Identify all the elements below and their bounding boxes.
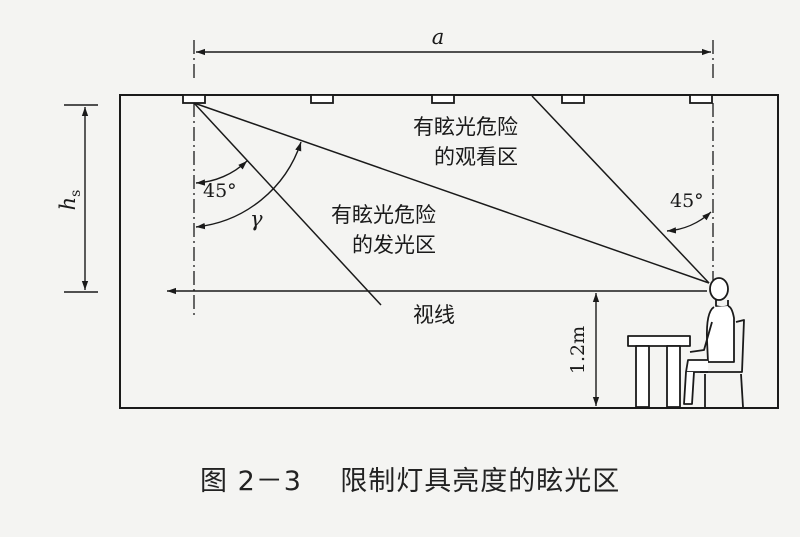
- ray-to-observer: [193, 102, 710, 284]
- width-dimension-label: a: [432, 25, 445, 49]
- angle-arc-gamma: [195, 141, 302, 230]
- luminaire-4: [561, 94, 585, 104]
- figure-caption: 图 2－3 限制灯具亮度的眩光区: [200, 466, 620, 497]
- luminaires: [182, 94, 713, 104]
- observer-head: [709, 277, 729, 301]
- angle-left-45-label: 45°: [203, 180, 237, 202]
- angle-gamma-label: γ: [250, 207, 263, 231]
- observer-neck: [715, 300, 729, 308]
- svg-text:1.2m: 1.2m: [567, 326, 589, 374]
- luminaire-3: [431, 94, 455, 104]
- observer-thigh: [685, 359, 708, 373]
- hs-dimension-label: hs: [56, 190, 84, 211]
- emitting-zone-label-2: 的发光区: [352, 233, 436, 257]
- seated-observer: [627, 277, 745, 408]
- sight-line-label: 视线: [413, 303, 455, 327]
- chair-back: [700, 319, 745, 373]
- desk-leg-right: [666, 345, 681, 408]
- viewing-zone-label-1: 有眩光危险: [413, 115, 518, 139]
- desk-top: [627, 335, 691, 347]
- angle-arc-right-45: [666, 211, 712, 234]
- observer-ray-45deg: [531, 95, 710, 284]
- eye-height-label: 1.2m: [567, 326, 589, 374]
- svg-text:hs: hs: [56, 190, 84, 211]
- viewing-zone-label-2: 的观看区: [434, 145, 518, 169]
- luminaire-5: [689, 94, 713, 104]
- observer-torso: [705, 305, 735, 363]
- observer-arm: [689, 321, 713, 353]
- desk-leg-left: [635, 345, 650, 408]
- luminaire-2: [310, 94, 334, 104]
- observer-leg: [683, 371, 695, 405]
- chair-leg-back: [740, 373, 744, 408]
- luminaire-1: [182, 94, 206, 104]
- emitting-zone-label-1: 有眩光危险: [331, 203, 436, 227]
- angle-right-45-label: 45°: [670, 190, 704, 212]
